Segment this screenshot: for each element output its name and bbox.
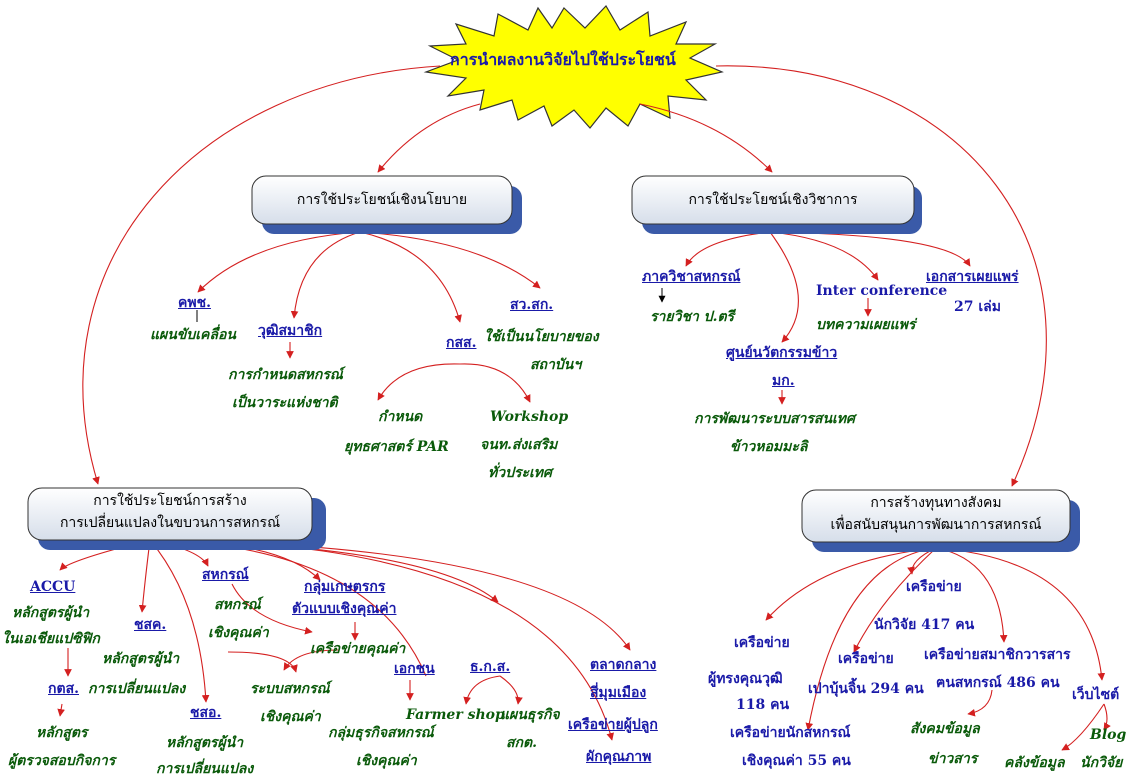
node-private: เอกชน: [394, 661, 435, 677]
node-market2: สี่มุมเมือง: [590, 685, 647, 701]
node-n4a: เครือข่าย: [906, 579, 962, 595]
node-ktt-desc1: หลักสูตร: [36, 725, 88, 741]
node-docs-desc: 27 เล่ม: [954, 299, 1001, 315]
node-n2b: เชิงคุณค่า 55 คน: [742, 753, 851, 769]
node-n3b: เปาบุ้นจิ้น 294 คน: [808, 681, 924, 697]
node-mk: มก.: [772, 373, 795, 389]
node-chsk-desc1: หลักสูตรผู้นำ: [102, 651, 180, 667]
arrow-title-academic: [639, 103, 773, 173]
node-biz2: สกต.: [506, 735, 537, 751]
node-rice-desc2: ข้าวหอมมะลิ: [730, 439, 808, 455]
node-accu-desc2: ในเอเชียแปซิฟิก: [2, 631, 100, 647]
node-coop-desc1: สหกรณ์: [214, 597, 261, 613]
node-docs: เอกสารเผยแพร่: [926, 269, 1019, 285]
node-accu-desc1: หลักสูตรผู้นำ: [12, 605, 90, 621]
box-social: [801, 489, 1080, 552]
node-researcher: นักวิจัย: [1080, 755, 1123, 771]
node-n1c: 118 คน: [736, 697, 790, 713]
node-ksot-a1: กำหนด: [378, 409, 423, 425]
node-swsk: สว.สก.: [510, 297, 554, 313]
node-dept: ภาควิชาสหกรณ์: [642, 269, 741, 285]
node-ktt-desc2: ผู้ตรวจสอบกิจการ: [8, 753, 116, 769]
node-baac: ธ.ก.ส.: [470, 659, 511, 675]
node-blog: Blog: [1090, 727, 1127, 743]
node-rice: ศูนย์นวัตกรรมข้าว: [726, 345, 838, 361]
box-change: [27, 487, 326, 550]
node-veg2: ผักคุณภาพ: [586, 749, 652, 765]
node-n5b: ฅนสหกรณ์ 486 คน: [936, 675, 1060, 691]
node-system1: ระบบสหกรณ์: [250, 681, 330, 697]
node-conf: Inter conference: [816, 283, 948, 299]
node-veg1: เครือข่ายผู้ปลูก: [568, 717, 658, 733]
node-chso: ชสอ.: [190, 705, 222, 721]
node-swsk-desc1: ใช้เป็นนโยบายของ: [484, 329, 599, 345]
node-wutti-desc2: เป็นวาระแห่งชาติ: [232, 395, 338, 411]
node-ksot-b1: Workshop: [490, 409, 569, 425]
node-chsk: ชสค.: [134, 617, 167, 633]
node-biz1: แผนธุรกิจ: [500, 707, 560, 723]
box-change-label-1: การใช้ประโยชน์การสร้าง: [93, 493, 247, 509]
node-farmer-shop: Farmer shop: [406, 707, 505, 723]
node-ktt: กตส.: [48, 681, 79, 697]
node-coop: สหกรณ์: [202, 567, 249, 583]
node-n5a: เครือข่ายสมาชิกวารสาร: [924, 647, 1071, 663]
node-n4b: นักวิจัย 417 คน: [874, 617, 975, 633]
node-wutti-desc1: การกำหนดสหกรณ์: [228, 367, 343, 383]
node-rice-desc1: การพัฒนาระบบสารสนเทศ: [694, 411, 855, 427]
arrow-title-social: [715, 65, 1047, 487]
node-n2a: เครือข่ายนักสหกรณ์: [730, 725, 851, 741]
box-change-label-2: การเปลี่ยนแปลงในขบวนการสหกรณ์: [59, 515, 281, 531]
arrow-title-change: [82, 65, 441, 485]
node-ksot-b2: จนท.ส่งเสริม: [480, 437, 558, 453]
node-chso-desc2: การเปลี่ยนแปลง: [156, 761, 254, 777]
box-social-label-2: เพื่อสนับสนุนการพัฒนาการสหกรณ์: [830, 517, 1042, 533]
node-wutti: วุฒิสมาชิก: [258, 323, 323, 339]
node-ksot: กสส.: [446, 335, 477, 351]
node-web: เว็บไซต์: [1072, 687, 1120, 703]
node-coop-desc2: เชิงคุณค่า: [208, 625, 269, 641]
node-dept-desc: รายวิชา ป.ตรี: [650, 309, 735, 325]
node-private-desc1: กลุ่มธุรกิจสหกรณ์: [328, 725, 434, 741]
node-store: คลังข้อมูล: [1004, 755, 1065, 771]
box-academic-label: การใช้ประโยชน์เชิงวิชาการ: [688, 192, 858, 208]
node-n5c: สังคมข้อมูล: [910, 721, 980, 737]
node-system2: เชิงคุณค่า: [260, 709, 321, 725]
node-chso-desc1: หลักสูตรผู้นำ: [166, 735, 244, 751]
arrow-title-policy: [377, 103, 481, 173]
box-policy: [251, 175, 522, 234]
box-social-label-1: การสร้างทุนทางสังคม: [870, 495, 1002, 511]
node-private-desc2: เชิงคุณค่า: [356, 753, 417, 769]
box-academic: [631, 175, 922, 234]
node-farmer2: ตัวแบบเชิงคุณค่า: [292, 601, 397, 617]
diagram-title: การนำผลงานวิจัยไปใช้ประโยชน์: [450, 50, 676, 69]
node-kpch-desc: แผนขับเคลื่อน: [150, 327, 236, 343]
node-chsk-desc2: การเปลี่ยนแปลง: [88, 681, 186, 697]
node-n5d: ข่าวสาร: [928, 751, 978, 767]
node-n1b: ผู้ทรงคุณวุฒิ: [708, 671, 783, 687]
node-accu: ACCU: [30, 579, 76, 595]
node-farmer: กลุ่มเกษตรกร: [304, 579, 386, 595]
node-kpch: คพช.: [178, 295, 211, 311]
node-n3a: เครือข่าย: [838, 651, 894, 667]
node-ksot-b3: ทั่วประเทศ: [488, 465, 552, 481]
node-swsk-desc2: สถาบันฯ: [530, 357, 582, 373]
node-conf-desc: บทความเผยแพร่: [816, 317, 916, 333]
box-policy-label: การใช้ประโยชน์เชิงนโยบาย: [296, 192, 468, 208]
node-network: เครือข่ายคุณค่า: [310, 641, 406, 657]
node-n1a: เครือข่าย: [734, 635, 790, 651]
title-starburst: [423, 5, 724, 129]
node-market1: ตลาดกลาง: [590, 657, 657, 673]
node-ksot-a2: ยุทธศาสตร์ PAR: [344, 439, 449, 455]
